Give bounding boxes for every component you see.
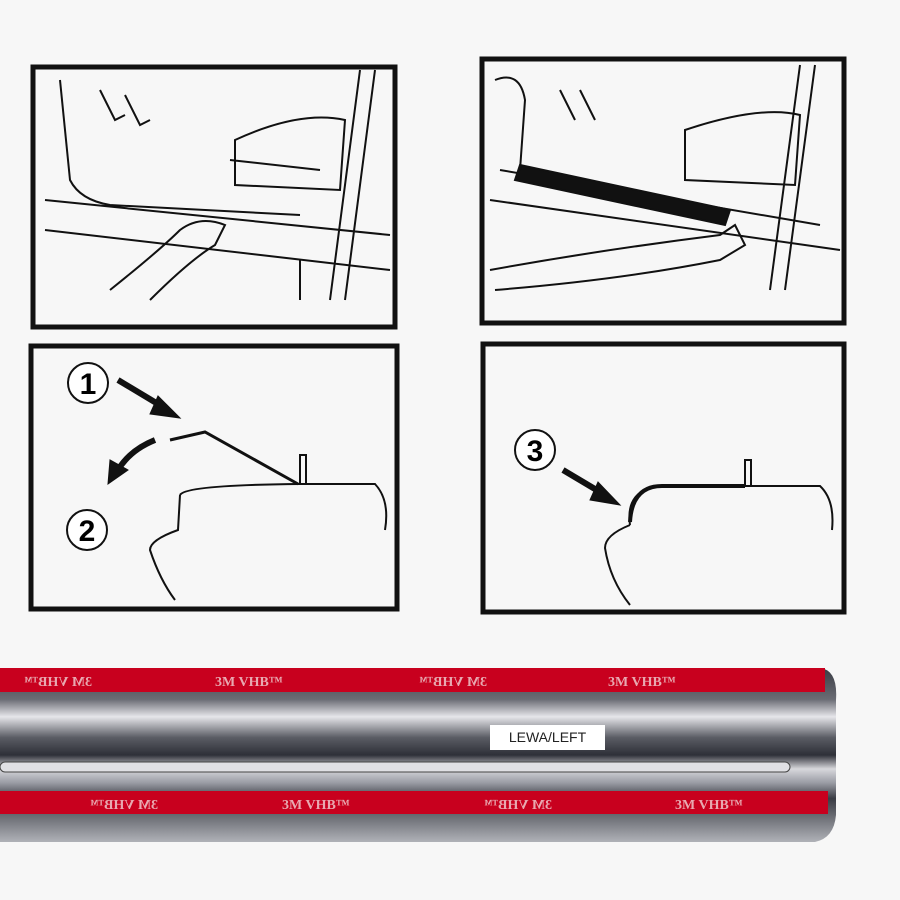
svg-text:3M VHB™: 3M VHB™	[282, 798, 350, 813]
svg-text:3M VHB™: 3M VHB™	[419, 675, 487, 690]
svg-text:3M VHB™: 3M VHB™	[24, 675, 92, 690]
panel-applying-strip	[479, 56, 847, 326]
adhesive-tape-top	[0, 668, 825, 692]
panel-steps-1-2	[28, 343, 400, 612]
side-label: LEWA/LEFT	[490, 725, 605, 750]
panel-step-3	[480, 341, 847, 615]
step-3-number: 3	[527, 435, 544, 468]
step-2-number: 2	[79, 515, 96, 548]
svg-text:3M VHB™: 3M VHB™	[675, 798, 743, 813]
panel-cleaning-sill	[30, 64, 398, 330]
svg-text:3M VHB™: 3M VHB™	[90, 798, 158, 813]
svg-text:3M VHB™: 3M VHB™	[484, 798, 552, 813]
door-sill-strip	[0, 668, 837, 842]
step-1-number: 1	[80, 368, 97, 401]
svg-text:3M VHB™: 3M VHB™	[215, 675, 283, 690]
tape-markings: 3M VHB™ 3M VHB™ 3M VHB™ 3M VHB™ 3M VHB™ …	[24, 675, 743, 813]
adhesive-tape-bottom	[0, 791, 828, 814]
svg-text:3M VHB™: 3M VHB™	[608, 675, 676, 690]
